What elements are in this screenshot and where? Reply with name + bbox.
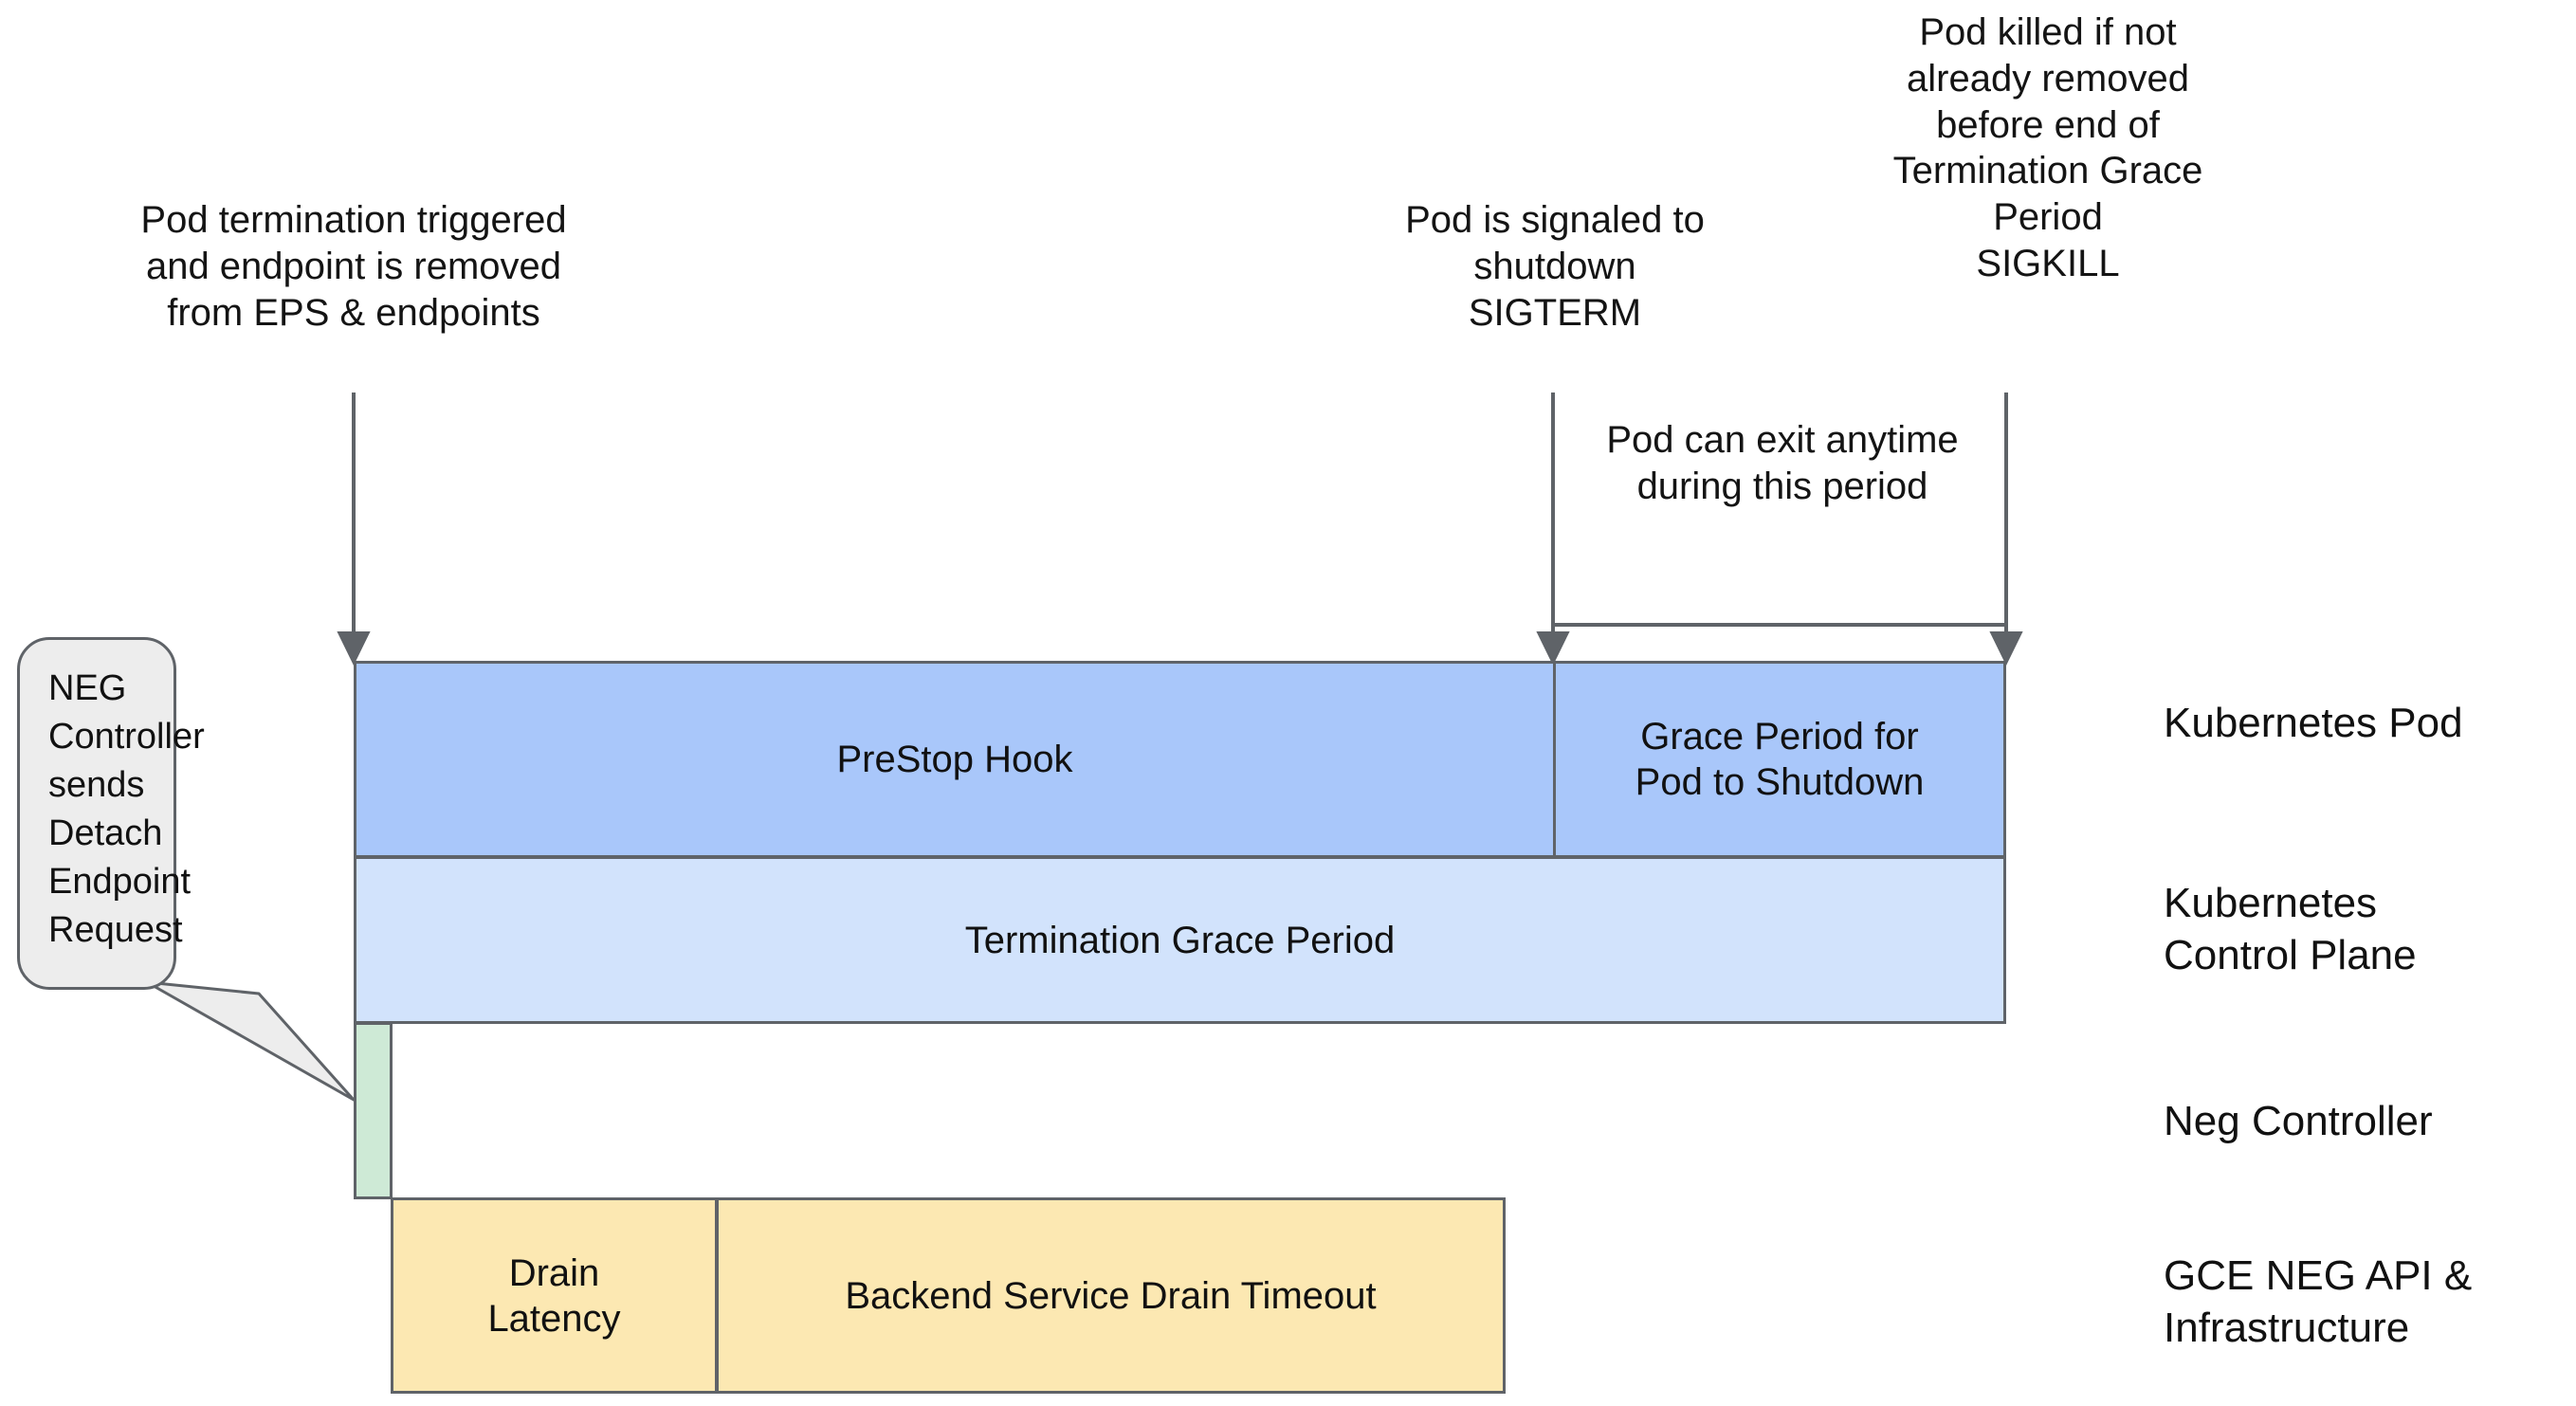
annotation-pod-termination: Pod termination triggered and endpoint i… [140,199,567,334]
legend-row-kubernetes-control-plane: Kubernetes Control Plane [2164,880,2417,978]
bar-backend-service-drain-timeout-label: Backend Service Drain Timeout [845,1274,1377,1317]
legend-row-kubernetes-pod: Kubernetes Pod [2164,700,2463,746]
bar-drain-latency[interactable]: Drain Latency [391,1197,718,1394]
bar-prestop-hook-label: PreStop Hook [836,739,1073,780]
bar-grace-period-label: Grace Period for Pod to Shutdown [1635,716,1925,803]
bar-termination-grace-period[interactable]: Termination Grace Period [354,856,2006,1024]
bar-termination-grace-period-label: Termination Grace Period [964,919,1396,961]
bar-grace-period-for-pod-to-shutdown[interactable]: Grace Period for Pod to Shutdown [1553,661,2006,858]
callout-tail [145,980,356,1102]
bar-backend-service-drain-timeout[interactable]: Backend Service Drain Timeout [716,1197,1506,1394]
annotation-sigterm: Pod is signaled to shutdown SIGTERM [1405,199,1705,334]
legend-row-gce-neg-api-infrastructure: GCE NEG API & Infrastructure [2164,1252,2473,1351]
bar-prestop-hook[interactable]: PreStop Hook [354,661,1556,858]
annotation-sigkill: Pod killed if not already removed before… [1892,11,2203,284]
annotation-pod-can-exit: Pod can exit anytime during this period [1606,419,1959,507]
bar-drain-latency-label: Drain Latency [487,1251,621,1340]
legend-row-neg-controller: Neg Controller [2164,1098,2433,1144]
callout-neg-detach-request: NEG Controller sends Detach Endpoint Req… [17,637,205,990]
bar-neg-detach-endpoint[interactable] [354,1022,393,1199]
